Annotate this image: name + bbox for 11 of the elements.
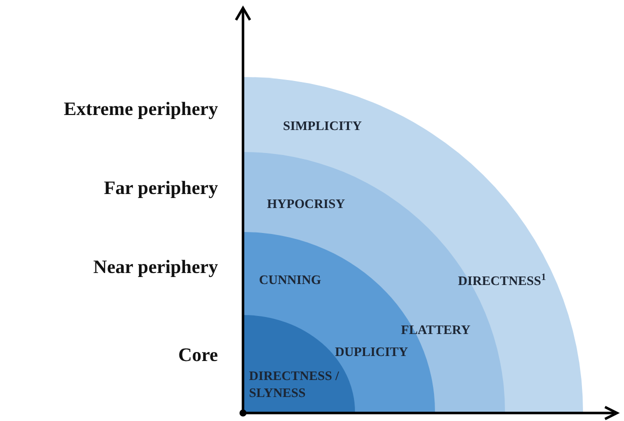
region-label: DIRECTNESS / SLYNESS [249,367,340,401]
region-label: DIRECTNESS$^{1}$ [458,272,547,289]
level-label: Extreme periphery [64,98,218,122]
region-label: CUNNING [259,271,322,288]
level-label: Core [178,344,218,368]
level-label: Far periphery [104,177,218,201]
region-label: SIMPLICITY [283,117,363,134]
region-label: FLATTERY [401,321,472,338]
region-label: HYPOCRISY [267,195,346,212]
region-label: DUPLICITY [335,343,409,360]
level-label: Near periphery [93,256,218,280]
